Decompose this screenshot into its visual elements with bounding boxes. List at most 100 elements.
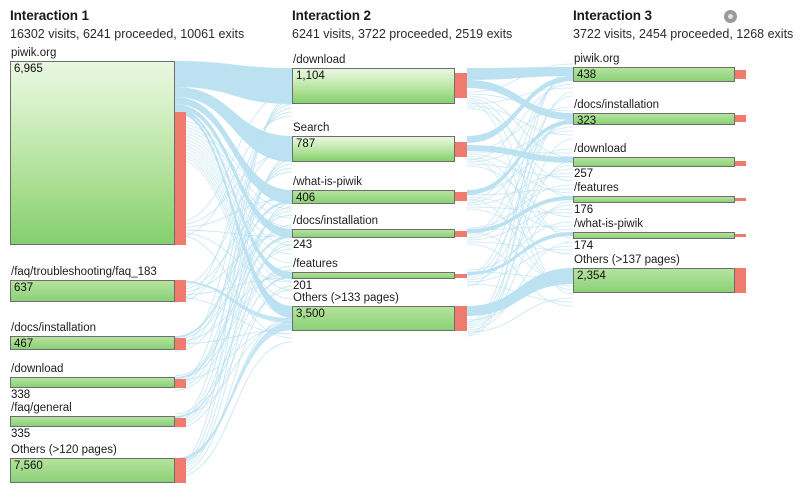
flow-strand [466, 105, 574, 136]
flow-ribbon [467, 120, 573, 195]
flow-strand [466, 208, 574, 241]
node-bar[interactable] [292, 306, 455, 331]
flow-strand [466, 165, 574, 218]
exit-bar[interactable] [175, 379, 186, 388]
node-bar[interactable] [573, 67, 735, 82]
close-icon[interactable] [724, 10, 737, 23]
node-bar[interactable] [292, 229, 455, 238]
exit-bar[interactable] [735, 70, 746, 79]
node-bar[interactable] [10, 336, 175, 350]
flow-node[interactable]: Others (>137 pages)2,354 [573, 254, 735, 293]
node-value: 467 [14, 338, 34, 350]
flow-strand [466, 273, 574, 321]
exit-bar[interactable] [735, 198, 746, 201]
node-bar[interactable] [10, 61, 175, 245]
exit-bar[interactable] [175, 418, 186, 427]
flow-node[interactable]: Others (>133 pages)3,500 [292, 292, 455, 331]
node-value: 1,104 [296, 70, 325, 82]
node-bar[interactable] [573, 196, 735, 203]
node-label: Others (>137 pages) [574, 254, 680, 266]
column-summary: 16302 visits, 6241 proceeded, 10061 exit… [10, 27, 245, 41]
exit-bar[interactable] [455, 192, 467, 201]
node-label: Search [293, 122, 330, 134]
exit-bar[interactable] [455, 73, 467, 98]
flow-strand [174, 194, 293, 291]
column-title: Interaction 2 [292, 8, 371, 23]
node-label: /download [574, 143, 627, 155]
flow-strand [466, 95, 574, 158]
exit-bar[interactable] [735, 268, 746, 293]
flow-strand [174, 265, 293, 415]
exit-bar[interactable] [455, 274, 467, 278]
node-bar[interactable] [573, 157, 735, 167]
flow-strand [174, 122, 293, 210]
node-bar[interactable] [292, 68, 455, 104]
flow-strand [466, 106, 574, 151]
flow-strand [466, 241, 574, 251]
exit-bar[interactable] [735, 161, 746, 166]
flow-strand [466, 79, 574, 202]
node-bar[interactable] [10, 377, 175, 388]
exit-bar[interactable] [735, 115, 746, 122]
flow-ribbon [175, 104, 292, 238]
exit-bar[interactable] [175, 280, 186, 302]
node-bar[interactable] [292, 190, 455, 204]
flow-strand [466, 198, 574, 287]
flow-strand [174, 231, 293, 283]
flow-strand [466, 157, 574, 291]
flow-strand [174, 296, 293, 335]
flow-ribbon [175, 322, 292, 461]
exit-bar[interactable] [735, 234, 746, 237]
node-bar[interactable] [10, 458, 175, 483]
flow-strand [466, 245, 574, 283]
flow-strand [466, 241, 574, 331]
node-bar[interactable] [292, 272, 455, 279]
flow-ribbon [175, 110, 292, 318]
node-label: /docs/installation [574, 99, 660, 111]
flow-strand [466, 118, 574, 277]
flow-strand [174, 103, 293, 384]
flow-strand [174, 240, 293, 473]
flow-strand [174, 134, 293, 246]
exit-bar[interactable] [175, 112, 186, 245]
exit-bar[interactable] [455, 231, 467, 237]
flow-strand [466, 164, 574, 279]
node-bar[interactable] [10, 416, 175, 427]
flow-node[interactable]: Others (>120 pages)7,560 [10, 444, 175, 483]
node-bar[interactable] [573, 232, 735, 239]
flow-strand [466, 91, 574, 335]
node-bar[interactable] [573, 268, 735, 293]
flow-strand [466, 208, 574, 255]
flow-strand [466, 283, 574, 303]
flow-strand [174, 329, 293, 345]
node-bar[interactable] [292, 136, 455, 162]
flow-ribbon [175, 87, 292, 162]
flow-strand [174, 206, 293, 424]
flow-strand [466, 67, 574, 323]
exit-bar[interactable] [175, 338, 186, 350]
node-bar[interactable] [573, 113, 735, 125]
flow-strand [174, 151, 293, 226]
exit-bar[interactable] [455, 142, 467, 157]
exit-bar[interactable] [455, 306, 467, 331]
flow-strand [174, 248, 293, 391]
node-value: 637 [14, 282, 34, 294]
flow-strand [466, 221, 574, 271]
exit-bar[interactable] [175, 458, 186, 483]
node-bar[interactable] [10, 280, 175, 302]
